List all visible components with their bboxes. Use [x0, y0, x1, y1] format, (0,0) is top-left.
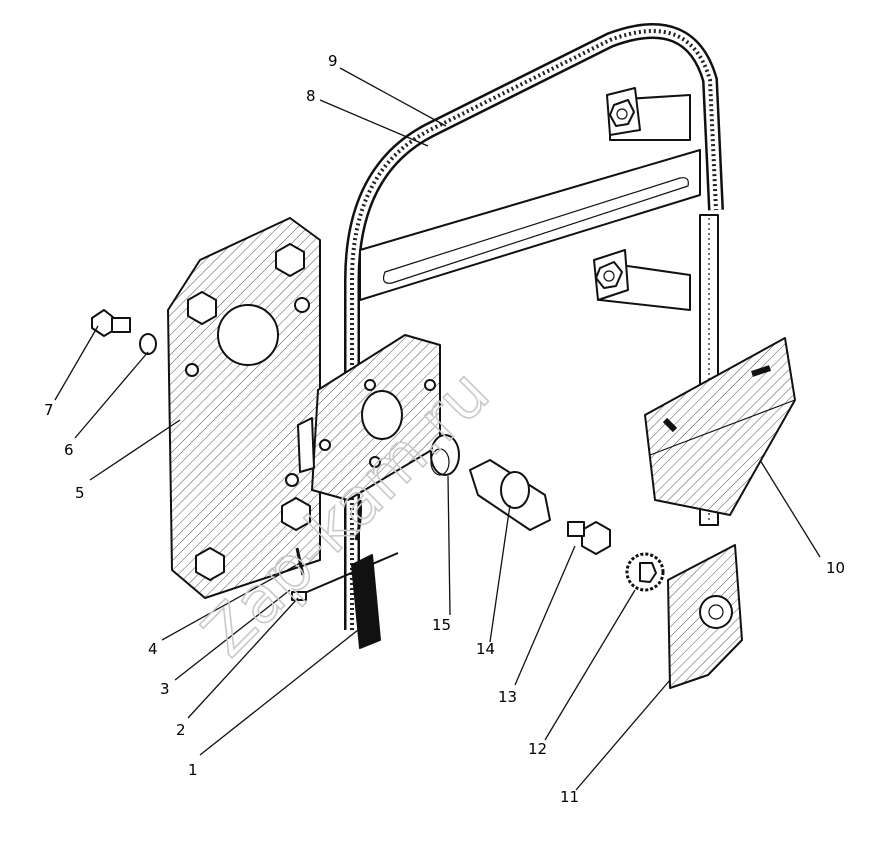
crank-handle	[351, 499, 381, 649]
drive-housing	[297, 334, 441, 501]
callout-12: 12	[528, 740, 547, 758]
callout-6: 6	[64, 441, 74, 459]
spring-drum	[430, 434, 460, 476]
callout-1: 1	[188, 761, 198, 779]
callout-11: 11	[560, 788, 579, 806]
drive-shaft	[469, 459, 551, 531]
callout-8: 8	[306, 87, 316, 105]
glass-clamp	[644, 337, 796, 516]
callout-7: 7	[44, 401, 54, 419]
callout-10: 10	[826, 559, 845, 577]
spring-washer	[139, 333, 157, 355]
middle-bracket	[593, 249, 691, 311]
flange-nut	[567, 521, 611, 555]
lower-bracket	[667, 544, 743, 689]
callout-labels: 1 2 3 4 5 6 7 8 9 10 11 12 13 14 15	[44, 52, 845, 806]
plate-nut	[187, 243, 311, 581]
clip-pin	[291, 547, 399, 601]
callout-4: 4	[148, 640, 158, 658]
bolt	[91, 309, 131, 337]
callout-2: 2	[176, 721, 186, 739]
callout-13: 13	[498, 688, 517, 706]
guide-rail-frame	[344, 23, 724, 630]
cross-bar	[359, 149, 701, 301]
upper-bracket	[606, 87, 691, 141]
leader-lines	[54, 67, 821, 791]
sprocket-gear	[625, 552, 665, 592]
callout-14: 14	[476, 640, 495, 658]
callout-3: 3	[160, 680, 170, 698]
mounting-plate	[167, 217, 321, 599]
callout-9: 9	[328, 52, 338, 70]
callout-5: 5	[75, 484, 85, 502]
callout-15: 15	[432, 616, 451, 634]
